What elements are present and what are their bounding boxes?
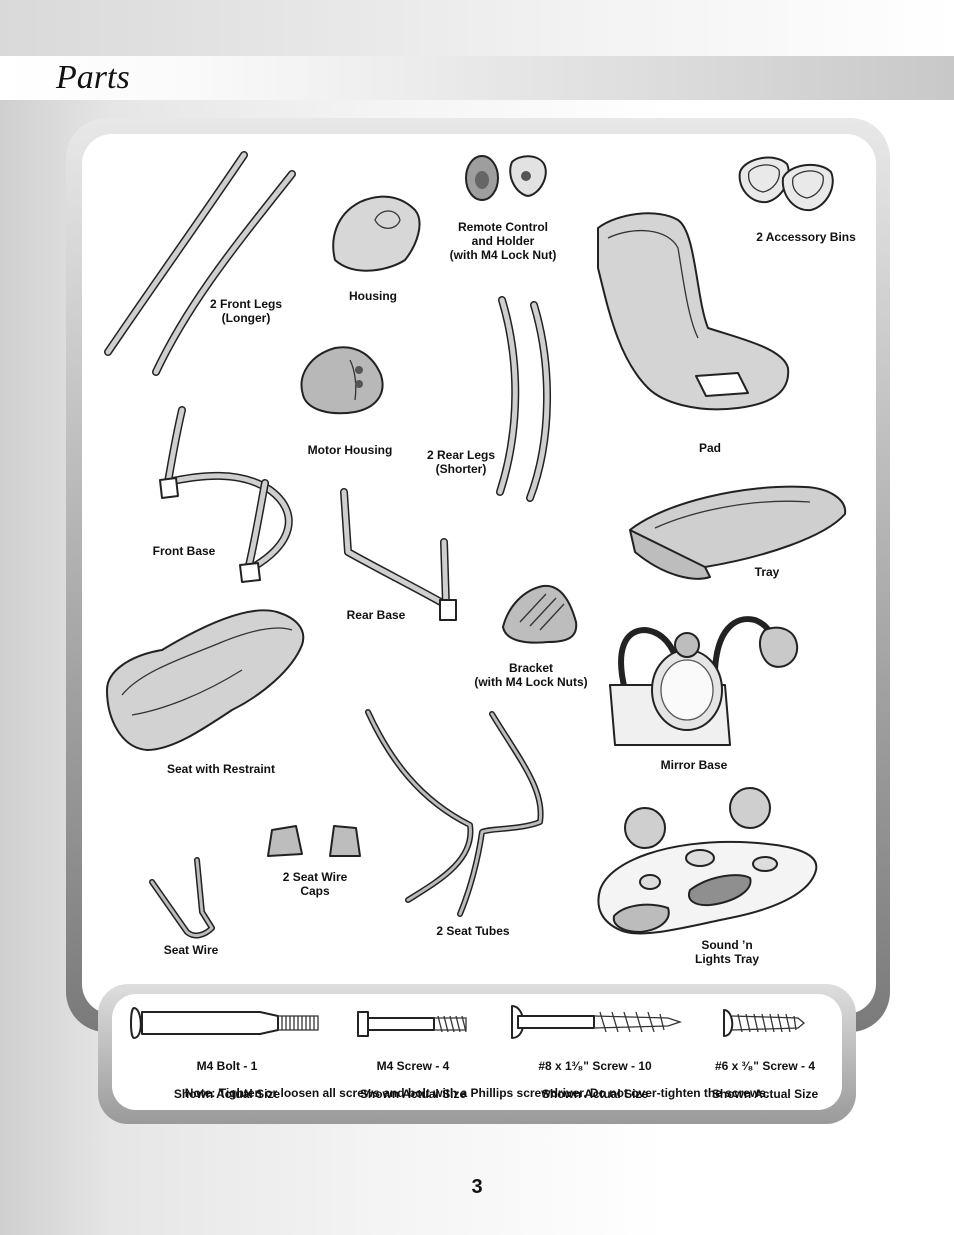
hw-no8-screw: #8 x 1³⁄₈" Screw - 10 Shown Actual Size (522, 1045, 668, 1115)
label-bracket: Bracket (with M4 Lock Nuts) (474, 661, 588, 689)
label-remote: Remote Control and Holder (with M4 Lock … (449, 220, 557, 262)
label-motor-housing: Motor Housing (307, 443, 393, 457)
no8-screw-illustration (511, 1005, 683, 1039)
hw-m4-bolt-caption: Shown Actual Size (173, 1087, 281, 1101)
hw-no6-screw-caption: Shown Actual Size (711, 1087, 819, 1101)
seat-wire-caps-illustration (267, 825, 361, 857)
label-tray: Tray (754, 565, 780, 579)
hw-m4-bolt-name: M4 Bolt - 1 (196, 1059, 258, 1073)
sound-lights-tray-illustration (597, 787, 818, 935)
label-housing: Housing (349, 289, 397, 303)
seat-restraint-illustration (106, 609, 305, 751)
title-bar (0, 56, 954, 100)
label-rear-legs: 2 Rear Legs (Shorter) (426, 448, 496, 476)
label-rear-base: Rear Base (346, 608, 406, 622)
seat-wire-illustration (149, 857, 215, 939)
housing-illustration (332, 195, 421, 272)
label-seat-wire: Seat Wire (163, 943, 219, 957)
label-seat-tubes: 2 Seat Tubes (436, 924, 510, 938)
hw-m4-screw: M4 Screw - 4 Shown Actual Size (340, 1045, 486, 1115)
m4-screw-illustration (357, 1011, 467, 1037)
tray-illustration (629, 485, 847, 580)
hw-m4-screw-caption: Shown Actual Size (359, 1087, 467, 1101)
top-band (0, 0, 954, 56)
label-mirror-base: Mirror Base (660, 758, 728, 772)
hw-no6-screw-name: #6 x ³⁄₈" Screw - 4 (714, 1059, 816, 1073)
remote-illustration (465, 155, 547, 201)
label-sound-lights-tray: Sound ’n Lights Tray (694, 938, 759, 966)
page-number: 3 (471, 1176, 483, 1198)
no6-screw-illustration (723, 1009, 806, 1037)
label-accessory-bins: 2 Accessory Bins (756, 230, 856, 244)
label-front-legs: 2 Front Legs (Longer) (209, 297, 282, 325)
hw-m4-screw-name: M4 Screw - 4 (376, 1059, 450, 1073)
label-seat-restraint: Seat with Restraint (166, 762, 276, 776)
hardware-note: Note: Tighten or loosen all screws and b… (184, 1086, 770, 1100)
hw-no8-screw-name: #8 x 1³⁄₈" Screw - 10 (538, 1059, 652, 1073)
hw-m4-bolt: M4 Bolt - 1 Shown Actual Size (154, 1045, 300, 1115)
accessory-bins-illustration (738, 156, 834, 212)
label-front-base: Front Base (152, 544, 216, 558)
hw-no6-screw: #6 x ³⁄₈" Screw - 4 Shown Actual Size (692, 1045, 838, 1115)
bracket-illustration (502, 584, 578, 644)
hw-no8-screw-caption: Shown Actual Size (541, 1087, 649, 1101)
motor-housing-illustration (300, 346, 384, 415)
pad-illustration (597, 212, 790, 411)
page-title: Parts (56, 59, 130, 96)
m4-bolt-illustration (130, 1007, 319, 1039)
label-seat-wire-caps: 2 Seat Wire Caps (282, 870, 348, 898)
label-pad: Pad (698, 441, 721, 455)
mirror-base-illustration (609, 616, 799, 746)
